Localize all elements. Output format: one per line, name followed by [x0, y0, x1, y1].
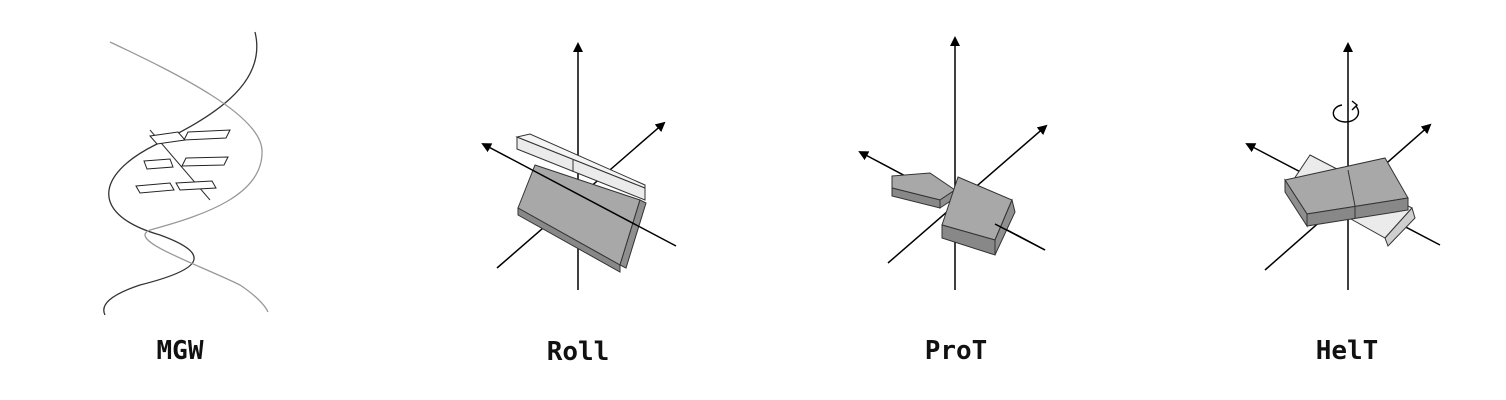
- helix-twist-icon: [1245, 42, 1441, 290]
- base-pair-plates: [135, 129, 231, 194]
- panel-label-helt: HelT: [1316, 336, 1379, 366]
- panel-label-roll: Roll: [547, 337, 610, 367]
- panel-label-prot: ProT: [925, 336, 988, 366]
- base-pair-block-left: [891, 172, 956, 209]
- base-pair-block-right: [941, 176, 1016, 256]
- panel-roll: Roll: [481, 42, 677, 367]
- panel-prot: ProT: [858, 36, 1048, 366]
- propeller-twist-icon: [858, 36, 1048, 290]
- base-pair-block-dark: [517, 164, 647, 273]
- helix-strand-light: [109, 41, 269, 313]
- helix-strand-dark: [103, 31, 258, 316]
- axis-x-front: [994, 223, 1046, 251]
- base-pair-roll-icon: [481, 42, 677, 290]
- panel-helt: HelT: [1245, 42, 1441, 366]
- base-pair-block-light: [515, 133, 646, 201]
- base-pair-block-dark: [1284, 157, 1409, 228]
- rotation-arrow-icon: [1332, 100, 1360, 123]
- dna-double-helix-icon: [103, 31, 269, 316]
- axis-x-diagonal: [481, 143, 677, 247]
- panel-label-mgw: MGW: [157, 336, 204, 366]
- panel-mgw: MGW: [103, 31, 269, 366]
